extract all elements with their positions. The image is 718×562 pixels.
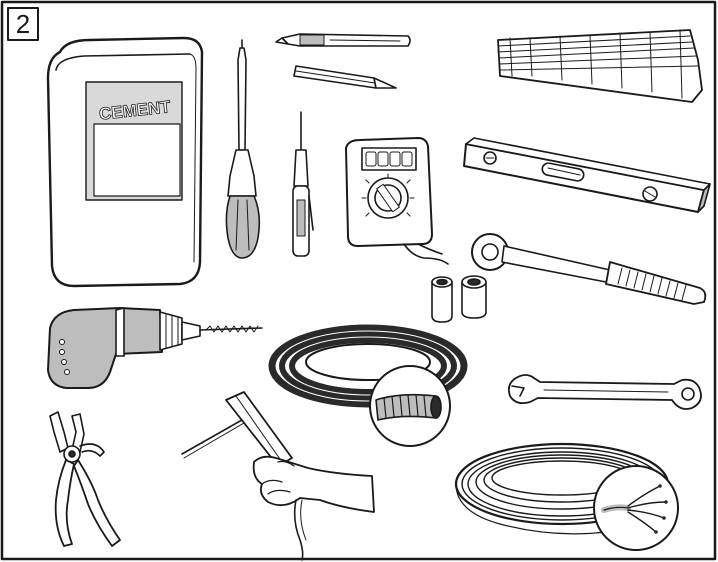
- pliers-icon: [49, 411, 121, 547]
- multimeter-icon: [345, 137, 449, 265]
- conduit-icon: [268, 324, 468, 447]
- hand-icon: [181, 391, 375, 561]
- combination-wrench-icon: [507, 374, 702, 410]
- utility-knife-icon: [275, 33, 411, 47]
- socket-icon: [431, 275, 487, 323]
- voltage-tester-icon: [292, 111, 314, 257]
- drill-icon: [47, 307, 263, 389]
- step-number-badge: 2: [7, 7, 39, 41]
- folding-ruler-icon: [497, 29, 703, 103]
- cement-bag-icon: CEMENT: [46, 36, 204, 288]
- step-number: 2: [16, 9, 30, 39]
- pencil-icon: [293, 65, 397, 89]
- ratchet-wrench-icon: [471, 233, 707, 305]
- cable-icon: [454, 442, 679, 551]
- spirit-level-icon: [463, 137, 711, 213]
- screwdriver-icon: [225, 39, 261, 259]
